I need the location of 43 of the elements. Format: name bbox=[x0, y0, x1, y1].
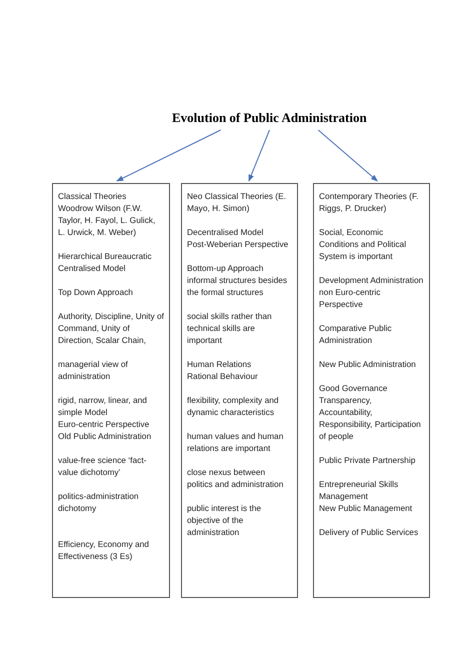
box-text: rigid, narrow, linear, and simple Model bbox=[58, 394, 148, 418]
box-text: Delivery of Public Services bbox=[319, 526, 420, 538]
box-text: Authority, Discipline, Unity of Command, Unity of Direction, Scalar Chain, bbox=[58, 310, 164, 346]
box-text: close nexus between politics and administration bbox=[187, 466, 284, 490]
box-text: Top Down Approach bbox=[58, 286, 134, 298]
arrow bbox=[248, 130, 270, 182]
diagram-title: Evolution of Public Administration bbox=[172, 110, 367, 126]
box-text: value-free science ‘fact-value dichotomy’ bbox=[58, 454, 148, 478]
box-text: Good Governance bbox=[319, 382, 388, 394]
theory-box bbox=[181, 183, 298, 598]
box-text: social skills rather than technical skills are important bbox=[187, 310, 273, 346]
box-text: flexibility, complexity and dynamic characteristics bbox=[187, 394, 280, 418]
box-text: Neo Classical Theories (E. Mayo, H. Simon) bbox=[187, 190, 287, 214]
box-text: Human Relations bbox=[187, 358, 252, 370]
box-text: New Public Management bbox=[319, 502, 414, 514]
box-text: human values and human relations are important bbox=[187, 430, 284, 454]
box-text: informal structures besides the formal structures bbox=[187, 274, 288, 298]
box-text: Transparency, Accountability, Responsibility, Participation of people bbox=[319, 394, 422, 442]
box-text: Social, Economic Conditions and Political System is important bbox=[319, 226, 408, 262]
box-text: Development Administration bbox=[319, 274, 424, 286]
box-text: Euro-centric Perspective bbox=[58, 418, 150, 430]
theory-box bbox=[313, 183, 430, 598]
box-text: New Public Administration bbox=[319, 358, 417, 370]
box-text: Post-Weberian Perspective bbox=[187, 238, 290, 250]
box-text: Old Public Administration bbox=[58, 430, 152, 442]
box-text: Comparative Public Administration bbox=[319, 322, 393, 346]
box-text: non Euro-centric Perspective bbox=[319, 286, 382, 310]
theory-box bbox=[52, 183, 170, 598]
box-text: Contemporary Theories (F. Riggs, P. Drucker) bbox=[319, 190, 420, 214]
arrow bbox=[318, 130, 378, 182]
box-text: managerial view of administration bbox=[58, 358, 129, 382]
box-text: Entrepreneurial Skills Management bbox=[319, 478, 400, 502]
box-text: Bottom-up Approach bbox=[187, 262, 264, 274]
box-text: politics-administration dichotomy bbox=[58, 490, 140, 514]
box-text: Classical Theories bbox=[58, 190, 128, 202]
box-text: Woodrow Wilson (F.W. Taylor, H. Fayol, L. Gulick, L. Urwick, M. Weber) bbox=[58, 202, 156, 238]
box-text: Public Private Partnership bbox=[319, 454, 416, 466]
box-text: public interest is the objective of the administration bbox=[187, 502, 262, 538]
box-text: Decentralised Model bbox=[187, 226, 264, 238]
arrow bbox=[116, 130, 222, 182]
box-text: Hierarchical Bureaucratic Centralised Model bbox=[58, 250, 153, 274]
box-text: Efficiency, Economy and Effectiveness (3 Es) bbox=[58, 538, 150, 562]
box-text: Rational Behaviour bbox=[187, 370, 259, 382]
